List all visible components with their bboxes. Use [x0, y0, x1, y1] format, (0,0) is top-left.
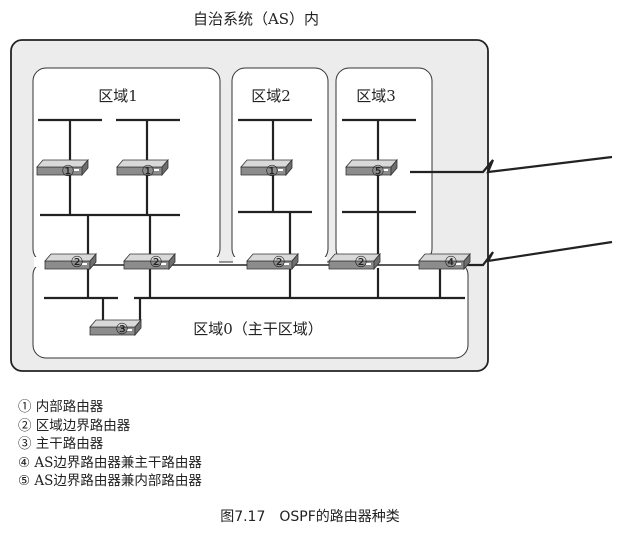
ospf-diagram: 自治系统（AS）内 区域1 区域2 区域3 区域0（主干区域） [10, 10, 613, 372]
svg-text:⑤: ⑤ [371, 162, 384, 180]
area0-label: 区域0（主干区域） [193, 320, 323, 338]
svg-text:②: ② [354, 253, 367, 271]
router-abr-area1-a: ② [44, 253, 97, 271]
legend-item-backbone-router: ③ 主干路由器 [18, 436, 104, 452]
area0-box [32, 261, 469, 359]
svg-text:①: ① [265, 162, 278, 180]
svg-text:②: ② [70, 253, 83, 271]
svg-text:③: ③ [115, 320, 128, 338]
legend-item-area-border-router: ② 区域边界路由器 [18, 417, 131, 434]
legend: ① 内部路由器 ② 区域边界路由器 ③ 主干路由器 ④ AS边界路由器兼主干路由… [18, 398, 202, 491]
as-title: 自治系统（AS）内 [193, 10, 319, 28]
router-internal-area2: ① [240, 159, 293, 180]
svg-text:①: ① [61, 162, 74, 180]
svg-text:④: ④ [444, 253, 457, 271]
legend-item-asbr-backbone: ④ AS边界路由器兼主干路由器 [18, 454, 202, 471]
legend-item-asbr-internal: ⑤ AS边界路由器兼内部路由器 [18, 473, 202, 489]
router-asbr-backbone: ④ [418, 253, 471, 271]
figure-caption: 图7.17 OSPF的路由器种类 [220, 509, 400, 525]
area1-label: 区域1 [98, 87, 138, 105]
svg-text:②: ② [272, 253, 285, 271]
area3-label: 区域3 [356, 87, 396, 105]
router-abr-area1-b: ② [123, 253, 176, 271]
router-backbone: ③ [89, 319, 142, 338]
area2-label: 区域2 [251, 87, 291, 105]
router-internal-area1-a: ① [36, 159, 89, 180]
legend-item-internal-router: ① 内部路由器 [18, 399, 104, 415]
router-asbr-internal-area3: ⑤ [345, 159, 398, 180]
router-abr-area2: ② [246, 253, 299, 271]
router-abr-area3: ② [328, 253, 381, 271]
router-internal-area1-b: ① [116, 159, 169, 180]
svg-text:①: ① [141, 162, 154, 180]
svg-text:②: ② [149, 253, 162, 271]
